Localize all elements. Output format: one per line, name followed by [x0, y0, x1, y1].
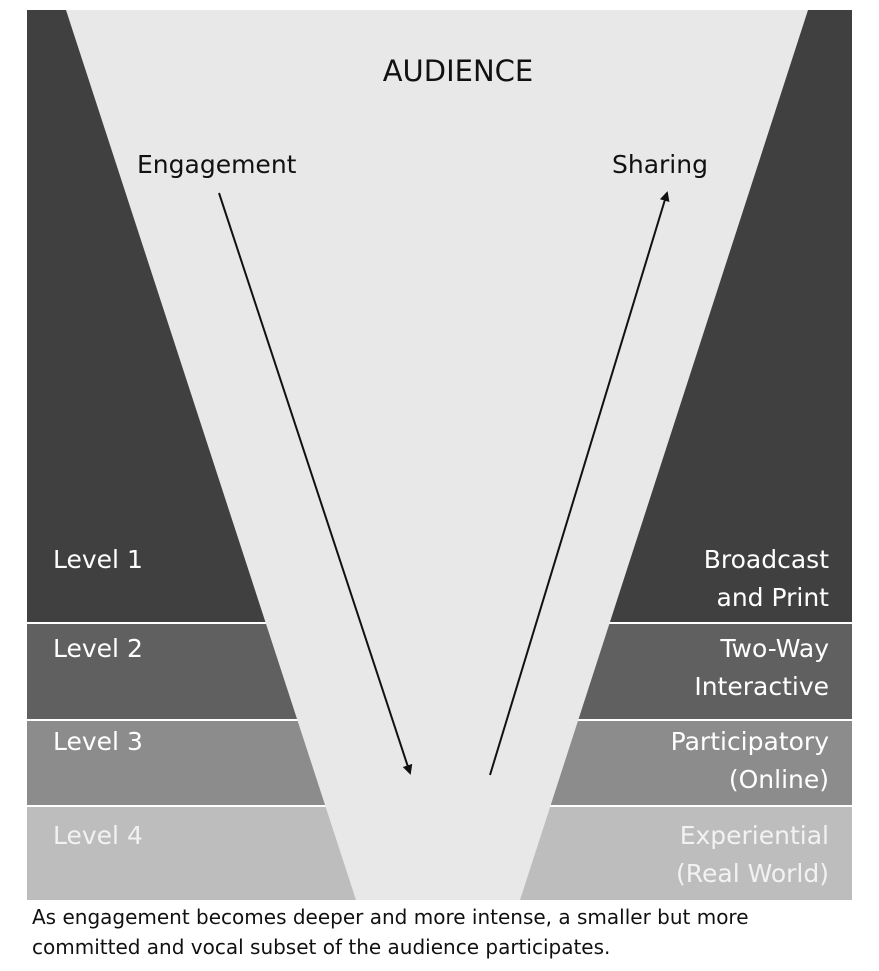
engagement-arrow	[218, 192, 413, 775]
level-1-name: Broadcast and Print	[703, 545, 829, 612]
level-1-label: Level 1	[53, 545, 143, 574]
engagement-label: Engagement	[137, 150, 297, 179]
level-4-label: Level 4	[53, 821, 143, 850]
level-4-name: Experiential (Real World)	[676, 821, 829, 888]
level-3-name: Participatory (Online)	[670, 727, 829, 794]
level-2-name: Two-Way Interactive	[694, 634, 829, 701]
audience-funnel	[66, 10, 808, 900]
level-3-label: Level 3	[53, 727, 143, 756]
audience-title: AUDIENCE	[382, 54, 534, 88]
sharing-label: Sharing	[612, 150, 708, 179]
level-2-label: Level 2	[53, 634, 143, 663]
sharing-arrow	[489, 191, 670, 776]
diagram-caption: As engagement becomes deeper and more in…	[32, 905, 749, 959]
